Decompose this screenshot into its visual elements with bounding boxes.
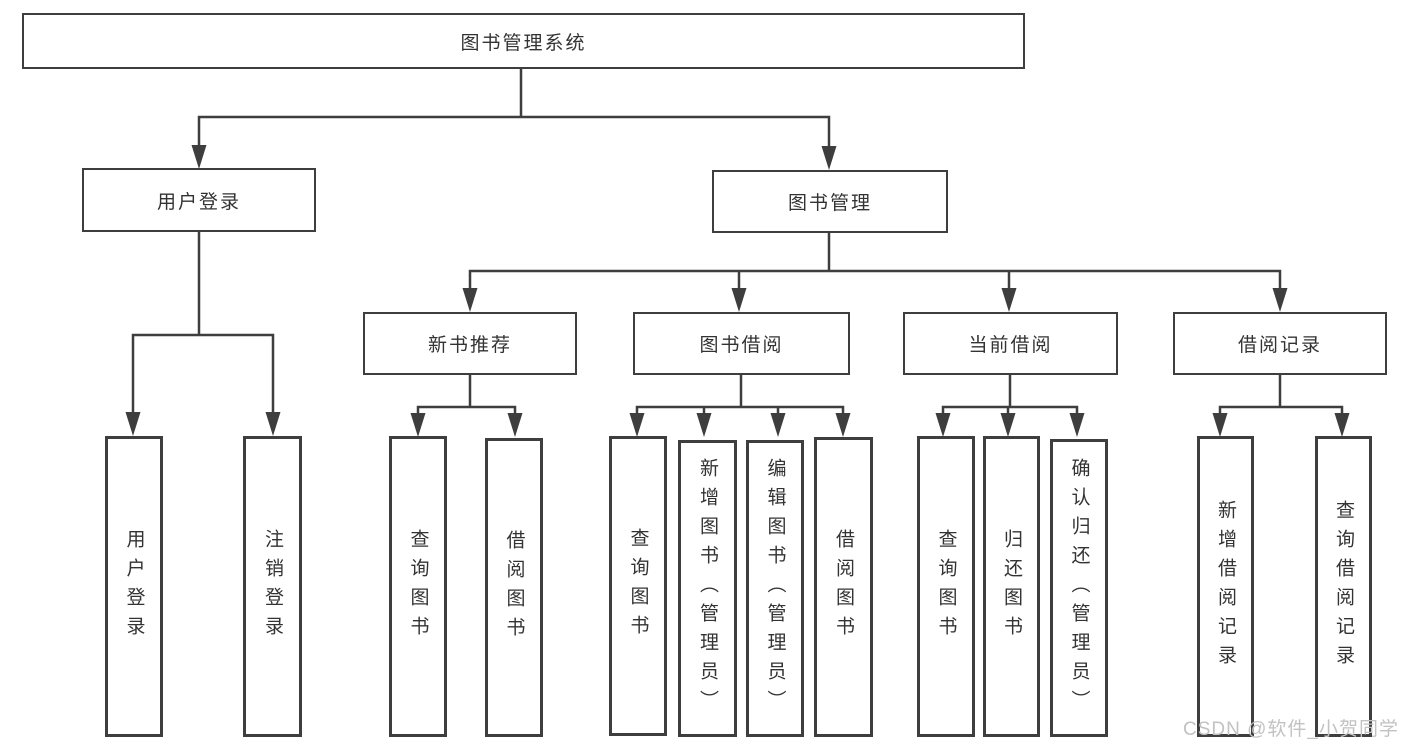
leaf-query-books-borrowing: 查询图书 [609,436,667,736]
node-user-login: 用户登录 [82,168,316,232]
leaf-user-login: 用户登录 [105,436,163,737]
leaf-query-borrow-record: 查询借阅记录 [1315,436,1372,737]
leaf-query-books-current: 查询图书 [917,436,975,737]
node-book-management-system: 图书管理系统 [22,13,1025,69]
node-book-borrowing: 图书借阅 [633,312,850,375]
leaf-borrow-books-recommend: 借阅图书 [485,438,543,737]
leaf-borrow-books-borrowing: 借阅图书 [814,437,873,737]
node-book-management: 图书管理 [712,170,948,233]
leaf-borrow-books-recommend-label: 借阅图书 [503,529,525,646]
leaf-logout-login: 注销登录 [243,436,302,737]
leaf-edit-book-admin-label: 编辑图书（管理员） [764,458,786,719]
leaf-user-login-label: 用户登录 [123,528,145,645]
leaf-query-books-recommend: 查询图书 [389,436,447,737]
leaf-add-borrow-record: 新增借阅记录 [1197,436,1254,737]
leaf-borrow-books-borrowing-label: 借阅图书 [833,529,854,645]
leaf-query-books-recommend-label: 查询图书 [407,528,429,645]
leaf-add-borrow-record-label: 新增借阅记录 [1215,499,1236,674]
leaf-query-borrow-record-label: 查询借阅记录 [1333,499,1354,674]
leaf-confirm-return-admin-label: 确认归还（管理员） [1068,457,1090,719]
node-borrowing-records: 借阅记录 [1173,312,1387,375]
leaf-query-books-current-label: 查询图书 [935,528,957,645]
leaf-logout-login-label: 注销登录 [262,528,283,645]
leaf-confirm-return-admin: 确认归还（管理员） [1050,439,1108,737]
leaf-query-books-borrowing-label: 查询图书 [627,528,649,644]
leaf-add-book-admin: 新增图书（管理员） [678,440,737,737]
watermark: CSDN @软件_小贺同学 [1183,719,1399,740]
leaf-edit-book-admin: 编辑图书（管理员） [746,440,804,737]
node-current-borrowing: 当前借阅 [903,312,1118,375]
leaf-add-book-admin-label: 新增图书（管理员） [697,458,718,719]
leaf-return-book-label: 归还图书 [1001,528,1022,645]
leaf-return-book: 归还图书 [983,436,1040,737]
node-new-book-recommendation: 新书推荐 [363,312,577,375]
